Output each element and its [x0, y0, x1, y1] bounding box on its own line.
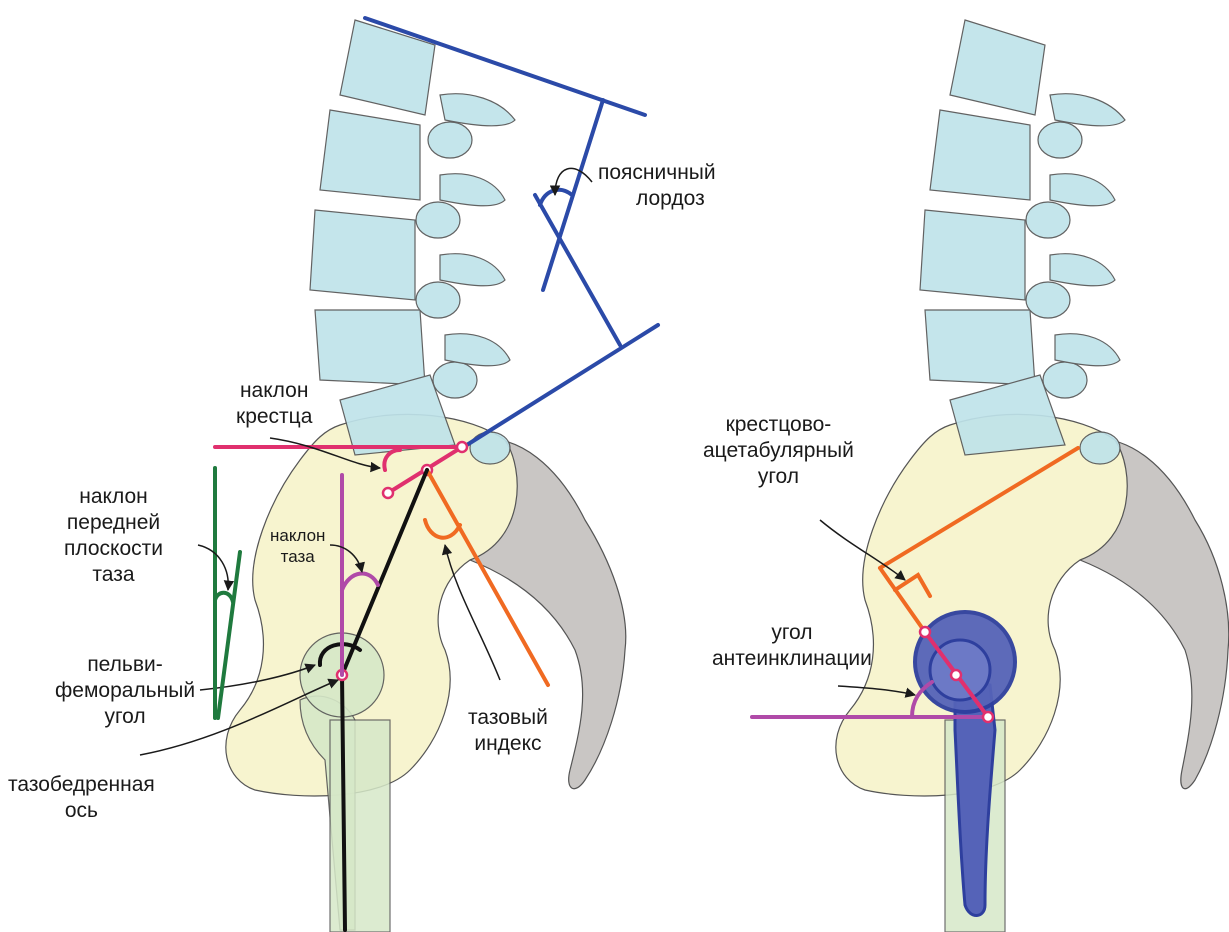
vertebrae-left [310, 20, 515, 464]
label-line: таза [64, 562, 163, 588]
label-line: поясничный [598, 160, 716, 186]
vertebra-r-l3 [920, 210, 1025, 300]
label-hip-axis: тазобедренная ось [8, 772, 155, 824]
spinous-process-3 [440, 254, 505, 286]
vertebra-r-l4 [925, 310, 1035, 385]
facet-r-2 [1026, 202, 1070, 238]
facet-r-3 [1026, 282, 1070, 318]
app-angle-arc [215, 593, 233, 602]
vertebra-r-l1 [950, 20, 1045, 115]
facet-r-4 [1043, 362, 1087, 398]
spinous-r-1 [1050, 94, 1125, 126]
label-pelvifemoral-angle: пельви- феморальный угол [55, 652, 195, 730]
sacral-point-3 [383, 488, 393, 498]
label-line: ацетабулярный [703, 438, 854, 464]
label-line: крестцово- [703, 412, 854, 438]
vertebra-l1 [340, 20, 435, 115]
label-line: наклон [64, 484, 163, 510]
spinous-process-2 [440, 174, 505, 206]
spinous-r-4 [1055, 334, 1120, 366]
femur-shaft-left [330, 720, 390, 932]
vertebra-l2 [320, 110, 420, 200]
label-line: таза [270, 546, 325, 567]
ai-point-1 [920, 627, 930, 637]
label-pelvic-tilt: наклон таза [270, 525, 325, 567]
spinous-process-1 [440, 94, 515, 126]
facet-r-5 [1080, 432, 1120, 464]
app-tilt-lines [215, 468, 240, 718]
spinous-r-3 [1050, 254, 1115, 286]
ai-point-2 [951, 670, 961, 680]
label-line: антеинклинации [712, 646, 872, 672]
label-line: пельви- [55, 652, 195, 678]
label-lumbar-lordosis: поясничный лордоз [598, 160, 716, 212]
spinous-r-2 [1050, 174, 1115, 206]
facet-r-1 [1038, 122, 1082, 158]
vertebra-l4 [315, 310, 425, 385]
label-line: угол [712, 620, 872, 646]
label-anteinclination-angle: угол антеинклинации [712, 620, 872, 672]
label-line: передней [64, 510, 163, 536]
label-line: наклон [236, 378, 312, 404]
label-sacro-acetabular-angle: крестцово- ацетабулярный угол [703, 412, 854, 490]
label-line: тазобедренная [8, 772, 155, 798]
left-panel [140, 18, 658, 932]
label-line: угол [55, 704, 195, 730]
label-line: угол [703, 464, 854, 490]
label-line: крестца [236, 404, 312, 430]
label-line: феморальный [55, 678, 195, 704]
label-app-tilt: наклон передней плоскости таза [64, 484, 163, 588]
label-line: плоскости [64, 536, 163, 562]
label-line: тазовый [468, 705, 548, 731]
vertebra-l3 [310, 210, 415, 300]
facet-2 [416, 202, 460, 238]
vertebra-r-l2 [930, 110, 1030, 200]
app-plane-line [218, 552, 240, 718]
label-sacral-slope: наклон крестца [236, 378, 312, 430]
facet-4 [433, 362, 477, 398]
label-line: индекс [468, 731, 548, 757]
sacral-point-1 [457, 442, 467, 452]
facet-1 [428, 122, 472, 158]
label-pelvic-incidence: тазовый индекс [468, 705, 548, 757]
lordosis-angle-arc [540, 190, 572, 205]
vertebrae-right [920, 20, 1125, 464]
facet-3 [416, 282, 460, 318]
spinous-process-4 [445, 334, 510, 366]
label-line: лордоз [636, 186, 716, 212]
ai-point-3 [983, 712, 993, 722]
label-line: наклон [270, 525, 325, 546]
label-line: ось [8, 798, 155, 824]
facet-5 [470, 432, 510, 464]
